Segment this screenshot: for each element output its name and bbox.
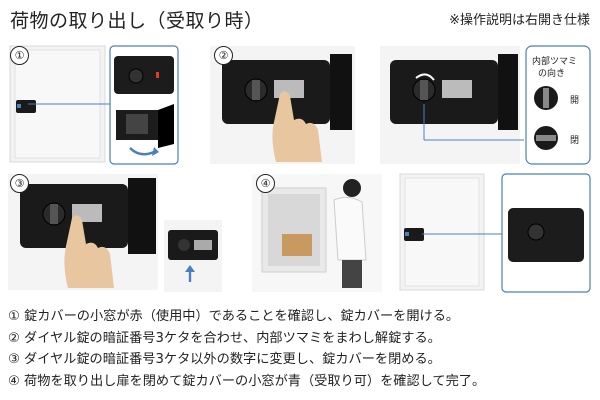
knob-illustration xyxy=(380,45,591,165)
instruction-list: ① 錠カバーの小窓が赤（使用中）であることを確認し、錠カバーを開ける。 ② ダイ… xyxy=(8,306,485,392)
step-2-panel: ② xyxy=(210,44,355,166)
step-1-number: ① xyxy=(10,46,29,65)
step-4-number: ④ xyxy=(256,174,275,193)
lock-cover-small xyxy=(16,100,36,113)
step-4-detail xyxy=(398,170,592,294)
page-title: 荷物の取り出し（受取り時） xyxy=(10,10,264,32)
step-2-number: ② xyxy=(214,46,233,65)
step-4-lock-illustration xyxy=(399,173,591,293)
inset-open-label: 開 xyxy=(570,96,580,106)
step-1-panel: ① xyxy=(8,44,180,166)
step-3-number: ③ xyxy=(10,174,29,193)
instruction-item: ④ 荷物を取り出し扉を閉めて錠カバーの小窓が青（受取り可）を確認して完了。 xyxy=(8,373,486,389)
instruction-item: ② ダイヤル錠の暗証番号3ケタを合わせ、内部ツマミをまわし解錠する。 xyxy=(8,330,441,346)
step-1-illustration xyxy=(9,45,179,165)
step-3-panel: ③ xyxy=(8,170,223,292)
inset-title-2: の向き xyxy=(538,69,566,79)
instruction-item: ① 錠カバーの小窓が赤（使用中）であることを確認し、錠カバーを開ける。 xyxy=(8,309,460,324)
step-3-illustration xyxy=(8,174,222,292)
instruction-item: ③ ダイヤル錠の暗証番号3ケタ以外の数字に変更し、錠カバーを閉める。 xyxy=(8,352,441,367)
step-4-illustration xyxy=(252,174,382,292)
inset-close-label: 閉 xyxy=(570,136,580,146)
step-2-illustration xyxy=(210,46,355,164)
step-2-detail: 内部ツマミ の向き 開 閉 xyxy=(380,44,592,166)
step-4-panel: ④ xyxy=(252,170,382,292)
inset-title-1: 内部ツマミ xyxy=(532,57,578,67)
spec-note: ※操作説明は右開き仕様 xyxy=(449,13,590,28)
